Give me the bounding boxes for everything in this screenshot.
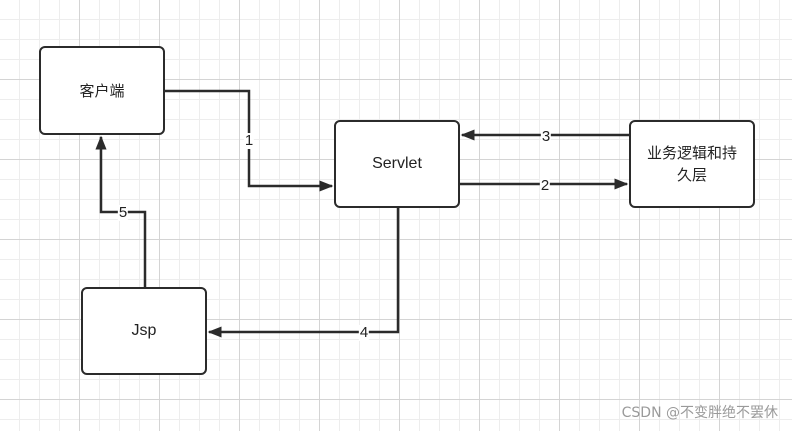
edge-4-servlet-to-jsp <box>207 208 400 338</box>
business-layer-node-label: 业务逻辑和持久层 <box>646 144 737 184</box>
servlet-node-label: Servlet <box>372 155 422 172</box>
edge-4-label: 4 <box>358 324 370 341</box>
edge-1-label: 1 <box>243 132 255 149</box>
edge-2-label: 2 <box>539 177 551 194</box>
watermark-text: CSDN @不变胖绝不罢休 <box>621 405 778 421</box>
jsp-node[interactable]: Jsp <box>81 287 207 375</box>
client-node[interactable]: 客户端 <box>39 46 165 135</box>
jsp-node-label: Jsp <box>131 322 157 339</box>
edge-3-label: 3 <box>540 128 552 145</box>
servlet-node[interactable]: Servlet <box>334 120 460 208</box>
business-layer-node[interactable]: 业务逻辑和持久层 <box>629 120 755 208</box>
edge-5-label: 5 <box>117 204 129 221</box>
client-node-label: 客户端 <box>79 81 125 100</box>
